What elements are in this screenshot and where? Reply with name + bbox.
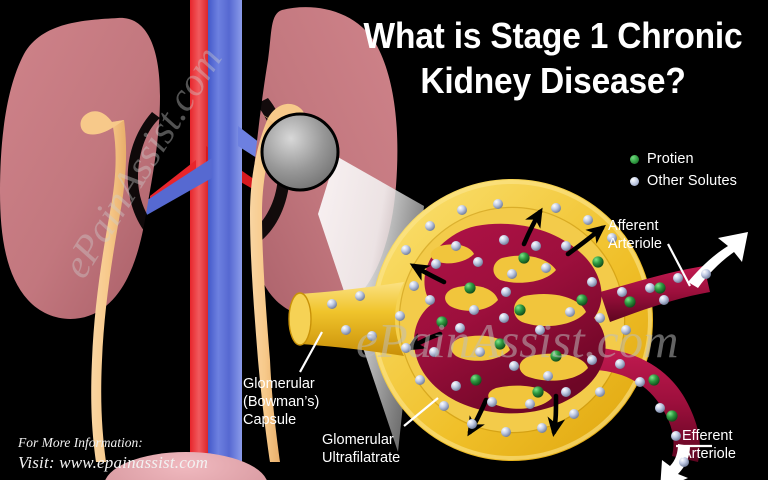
- afferent-flow-arrow: [688, 232, 748, 288]
- footer: For More Information: Visit: www.epainas…: [18, 434, 208, 474]
- solute-dots: [327, 199, 711, 467]
- legend-item-protein: Protien: [630, 148, 737, 170]
- proximal-tubule: [300, 282, 404, 356]
- ureter-left-cap: [80, 111, 124, 135]
- leader-bowman: [299, 331, 323, 373]
- bowman-line-2: (Bowman’s): [243, 393, 320, 410]
- ultrafiltrate-line-1: Glomerular: [322, 432, 394, 448]
- filtration-arrow: [565, 224, 606, 257]
- protein-dots: [436, 252, 678, 422]
- legend: Protien Other Solutes: [630, 148, 737, 192]
- filtration-arrow: [409, 263, 447, 285]
- glomerulus-group: [288, 179, 748, 480]
- filtration-arrow: [405, 331, 443, 351]
- ureter-left: [91, 120, 127, 462]
- leader-ultrafiltrate: [403, 397, 439, 427]
- capillary-gap-5: [519, 353, 588, 381]
- title-line-2: Kidney Disease?: [420, 59, 686, 101]
- aorta: [190, 0, 210, 466]
- bowman-line-1: Glomerular: [243, 376, 315, 392]
- label-afferent-arteriole: Afferent Arteriole: [608, 218, 662, 254]
- filtration-arrow: [521, 207, 543, 247]
- title-line-1: What is Stage 1 Chronic: [363, 15, 743, 56]
- legend-item-other-solutes: Other Solutes: [630, 170, 737, 192]
- capillary-gap-2: [513, 293, 586, 327]
- leader-afferent: [667, 243, 691, 287]
- ultrafiltrate-line-2: Ultrafilatrate: [322, 449, 401, 466]
- left-kidney-hilum: [127, 112, 160, 244]
- efferent-line-1: Efferent: [682, 428, 733, 444]
- leader-lines: [299, 243, 712, 448]
- vena-cava: [208, 0, 242, 466]
- filtration-arrow: [547, 393, 566, 437]
- page-title: What is Stage 1 Chronic Kidney Disease?: [344, 14, 762, 103]
- ureter-right: [250, 118, 280, 462]
- legend-label-other-solutes: Other Solutes: [647, 173, 737, 189]
- renal-vein-left: [138, 158, 212, 220]
- efferent-line-2: Arteriole: [682, 445, 736, 462]
- bowman-line-3: Capsule: [243, 411, 297, 428]
- label-bowmans-capsule: Glomerular (Bowman’s) Capsule: [243, 376, 319, 430]
- efferent-flow-arrow: [660, 444, 690, 480]
- footer-more-info: For More Information:: [18, 435, 143, 450]
- protein-dot-icon: [630, 154, 639, 164]
- footer-website: Visit: www.epainassist.com: [18, 453, 209, 473]
- afferent-line-1: Afferent: [608, 218, 659, 234]
- bladder: [105, 452, 267, 480]
- capillary-gap-3: [445, 285, 498, 311]
- label-efferent-arteriole: Efferent Arteriole: [682, 428, 736, 464]
- capillary-gap-6: [430, 244, 474, 264]
- left-kidney: [0, 17, 160, 319]
- filtration-arrow: [467, 397, 489, 437]
- afferent-line-2: Arteriole: [608, 235, 662, 252]
- magnifier-circle: [260, 112, 340, 192]
- filtration-arrows: [405, 207, 606, 437]
- proximal-tubule-opening: [288, 292, 312, 346]
- legend-label-protein: Protien: [647, 151, 694, 167]
- label-glomerular-ultrafiltrate: Glomerular Ultrafilatrate: [322, 432, 400, 468]
- solute-dot-icon: [630, 176, 639, 186]
